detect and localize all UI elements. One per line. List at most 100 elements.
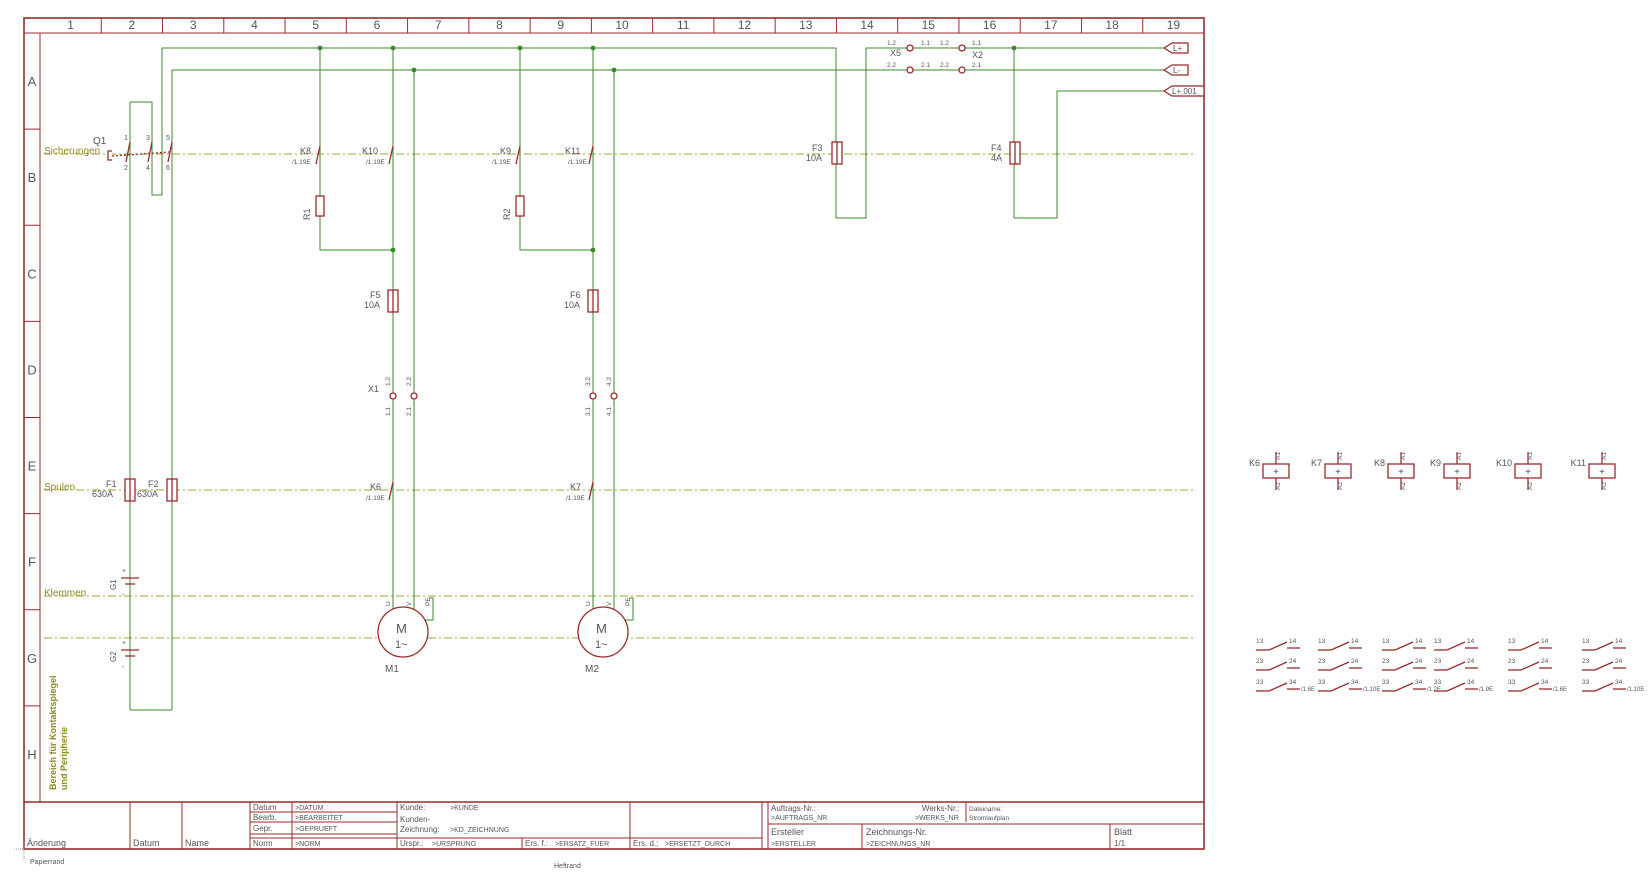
footer-papierrand: Papierrand: [30, 859, 64, 866]
column-label: 17: [1044, 18, 1058, 32]
mirror-pin: 24: [1351, 658, 1359, 665]
column-label: 9: [557, 18, 564, 32]
m2-pin-u: U: [585, 601, 592, 606]
tb-bearb: Bearb.: [253, 813, 277, 822]
column-label: 3: [190, 18, 197, 32]
tb-norm-v: >NORM: [295, 841, 321, 848]
mirror-pin: 14: [1541, 638, 1549, 645]
coil-pin-a1: A1: [1456, 452, 1463, 460]
x1-pin-42: 4.2: [606, 377, 613, 386]
coil-label: K8: [1374, 458, 1385, 468]
contact-k7-rail-e: K7 /1.19E: [566, 481, 594, 502]
rail-lines: [44, 153, 1196, 639]
mirror-pin: 13: [1582, 638, 1590, 645]
terminal-block-x5-x2: X5 X2 1.2 2.2 1.1 2.1 1.2 2.2 1.1 2.1: [887, 40, 983, 74]
tb-urspr: Urspr.:: [400, 839, 424, 848]
x5-pin-22: 2.2: [887, 62, 896, 69]
contact-k10-rail-b: K10 /1.19E: [362, 145, 394, 166]
tb-kunde: Kunde:: [400, 803, 425, 812]
column-label: 14: [860, 18, 874, 32]
mirror-pin: 34: [1615, 679, 1623, 686]
row-label: D: [27, 362, 36, 377]
resistor-r1: R1: [302, 195, 325, 220]
footer-heftrand: Heftrand: [554, 863, 581, 870]
mirror-pin: 24: [1615, 658, 1623, 665]
tb-datum-col: Datum: [133, 838, 160, 848]
m1-pin-pe: PE: [425, 597, 432, 606]
mirror-pin: 33: [1434, 679, 1442, 686]
f4-label: F4: [991, 143, 1002, 153]
q1-pin-2: 2: [124, 165, 128, 172]
fuse-f3: F3 10A: [806, 141, 843, 165]
coil-plus: +: [1525, 467, 1531, 478]
tb-ers-d-v: >ERSETZT_DURCH: [665, 841, 730, 848]
mirror-ref: /1.2E: [1427, 687, 1441, 693]
mirror-pin: 23: [1382, 658, 1390, 665]
column-label: 18: [1105, 18, 1119, 32]
fuse-f2: F2 630A: [137, 478, 178, 502]
battery-g2: G2 + -: [109, 640, 139, 671]
tb-kunden-v: >KD_ZEICHNUNG: [450, 827, 509, 834]
tb-kunden-2: Zeichnung:: [400, 825, 440, 834]
coil-plus: +: [1335, 467, 1341, 478]
mirror-pin: 13: [1508, 638, 1516, 645]
mirror-pin: 24: [1467, 658, 1475, 665]
x5-pin-12: 1.2: [887, 40, 896, 47]
column-label: 4: [251, 18, 258, 32]
row-label: C: [27, 266, 36, 281]
coil-label: K6: [1249, 458, 1260, 468]
terminal-x1: X1 1.2 2.2 1.1 2.1 3.2 4.2 3.1 4.1: [368, 377, 618, 416]
g1-label: G1: [109, 579, 118, 590]
contact-k11-rail-b: K11 /1.19E: [565, 145, 594, 166]
mirror-pin: 33: [1318, 679, 1326, 686]
mirror-pin: 14: [1415, 638, 1423, 645]
column-label: 11: [677, 18, 690, 32]
g2-label: G2: [109, 651, 118, 662]
mirror-pin: 33: [1256, 679, 1264, 686]
x5-pin-21: 2.1: [921, 62, 930, 69]
tb-ersteller: Ersteller: [771, 827, 804, 837]
tb-aenderung: Änderung: [27, 838, 66, 848]
mirror-pin: 14: [1351, 638, 1359, 645]
x1-pin-22: 2.2: [406, 377, 413, 386]
mirror-pin: 23: [1582, 658, 1590, 665]
k9-label: K9: [500, 146, 511, 156]
mirror-pin: 13: [1318, 638, 1326, 645]
x2-pin-12: 1.2: [940, 40, 949, 47]
mirror-pin: 34: [1541, 679, 1549, 686]
x1-pin-32: 3.2: [585, 377, 592, 386]
q1-pin-3: 3: [146, 135, 150, 142]
column-label: 10: [615, 18, 629, 32]
coil-pin-a1: A1: [1275, 452, 1282, 460]
k10-ref: /1.19E: [366, 159, 385, 166]
tb-zeichnungs: Zeichnungs-Nr.: [866, 827, 927, 837]
mirror-ref: /1.6E: [1553, 687, 1567, 693]
side-note-line-1: Bereich für Kontaktspiegel: [48, 675, 58, 790]
k8-ref: /1.19E: [292, 159, 311, 166]
q1-label: Q1: [93, 136, 107, 147]
tb-ersteller-v: >ERSTELLER: [771, 841, 816, 848]
x1-label: X1: [368, 384, 379, 394]
coil-plus: +: [1398, 467, 1404, 478]
k7-label: K7: [570, 482, 581, 492]
tb-dateiname-v: Stromlaufplan: [969, 815, 1009, 822]
battery-g1: G1 + -: [109, 568, 139, 599]
m2-symbol: M: [596, 621, 607, 636]
switch-q1: Q1 1 3 5 2 4 6: [93, 135, 173, 172]
coil-pin-a1: A1: [1601, 452, 1608, 460]
g2-minus: -: [122, 664, 125, 671]
tb-gepr: Gepr.: [253, 824, 273, 833]
m1-pin-v: V: [406, 601, 413, 606]
x2-pin-11: 1.1: [972, 40, 981, 47]
x1-pin-31: 3.1: [585, 407, 592, 416]
coil-plus: +: [1273, 467, 1279, 478]
x2-pin-21: 2.1: [972, 62, 981, 69]
coil-pin-a2: A2: [1527, 482, 1534, 490]
k10-label: K10: [362, 146, 378, 156]
mirror-pin: 24: [1541, 658, 1549, 665]
supply-wires: [129, 47, 1164, 711]
